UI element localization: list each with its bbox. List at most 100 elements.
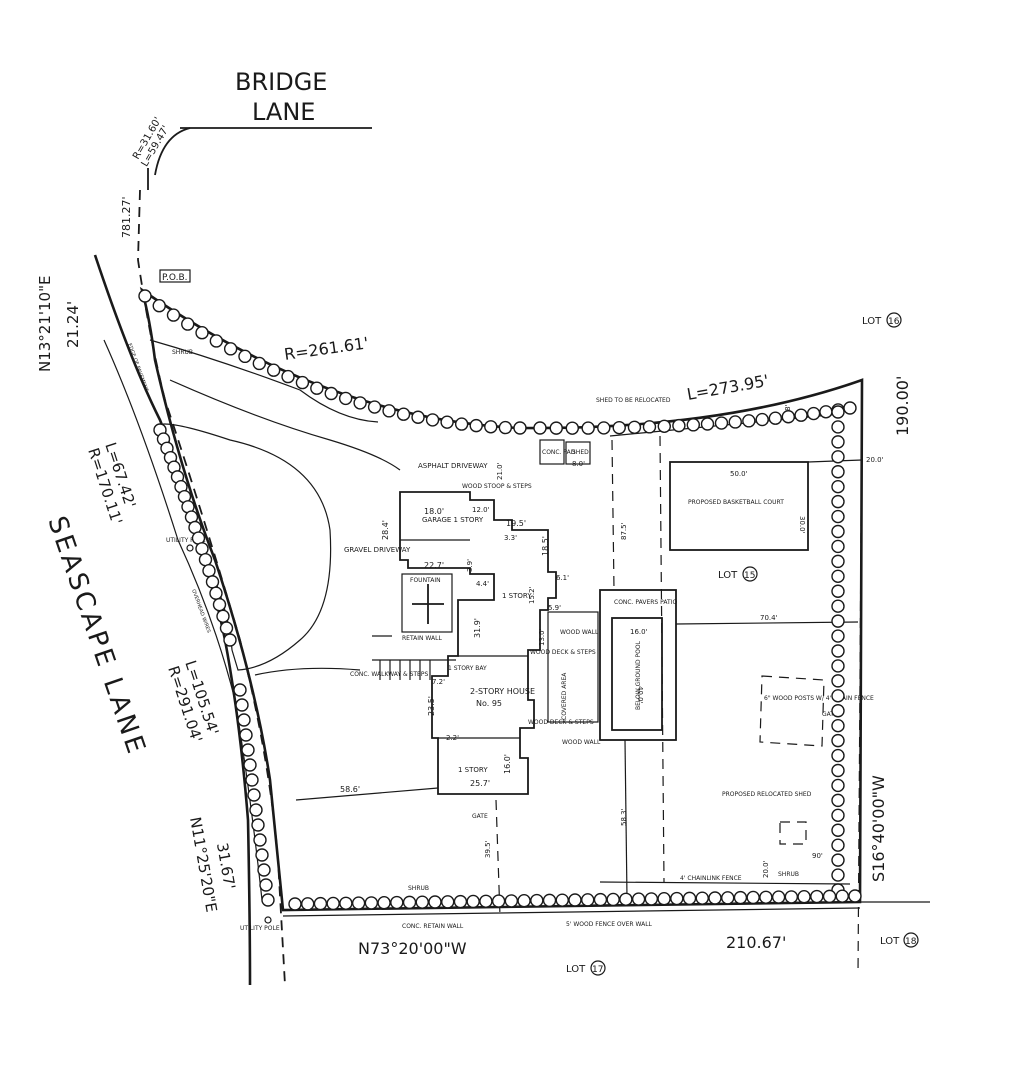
- dim-6-1: 6.1': [556, 574, 569, 582]
- utility-pole-label: UTILITY POLE: [166, 537, 206, 544]
- basketball-label: PROPOSED BASKETBALL COURT: [688, 499, 784, 506]
- tree-symbol: [396, 407, 411, 421]
- tree-symbol: [831, 674, 845, 688]
- garage-label: GARAGE 1 STORY: [422, 516, 484, 524]
- tree-symbol: [670, 891, 684, 906]
- dim-23-5: 23.5': [427, 696, 436, 716]
- tree-symbol: [533, 421, 547, 435]
- tree-symbol: [555, 893, 569, 907]
- conc-retain-label: CONC. RETAIN WALL: [402, 923, 464, 930]
- lot17-number: 17: [592, 965, 603, 975]
- tree-symbol: [233, 683, 247, 697]
- tree-symbol: [755, 412, 769, 427]
- dim-15-2: 15.2': [528, 586, 536, 604]
- utility-pole-icon: [186, 544, 194, 552]
- pob-label: P.O.B.: [162, 273, 188, 283]
- walkway-label: CONC. WALKWAY & STEPS: [350, 671, 428, 678]
- one-story-label: 1 STORY: [502, 592, 532, 600]
- tree-symbol: [195, 542, 209, 556]
- dim-31-9: 31.9': [473, 618, 482, 638]
- lot15-circle: [742, 566, 758, 582]
- edge-pavement-label: EDGE OF PAVEMENT: [126, 343, 149, 394]
- lot-line-east: [857, 379, 863, 976]
- wood-wall-label-2: WOOD WALL: [562, 739, 601, 746]
- asphalt-label: ASPHALT DRIVEWAY: [418, 462, 488, 470]
- tree-symbol: [831, 718, 845, 733]
- tree-symbol: [310, 381, 324, 395]
- tree-symbol: [672, 418, 686, 433]
- tree-symbol: [382, 404, 396, 418]
- shed-label: SHED: [572, 449, 589, 456]
- tree-symbol: [259, 878, 273, 892]
- tree-symbol: [245, 773, 259, 787]
- interior-fence-2: [611, 439, 615, 591]
- tree-symbol: [498, 420, 513, 435]
- tree-symbol: [806, 406, 821, 421]
- tree-symbol: [212, 597, 227, 612]
- dim-58-6: 58.6': [340, 785, 360, 794]
- lot17-circle: [590, 960, 606, 976]
- tree-symbol: [235, 698, 249, 712]
- tree-symbol: [261, 893, 275, 907]
- tree-symbol: [425, 413, 440, 427]
- tree-symbol: [241, 743, 255, 757]
- dim-39-5: 39.5': [484, 840, 492, 858]
- tree-symbol: [831, 584, 845, 598]
- tree-symbol: [695, 891, 709, 905]
- tree-symbol: [440, 415, 454, 429]
- wood-wall-label: WOOD WALL: [560, 629, 599, 636]
- tree-symbol: [223, 633, 237, 647]
- tree-symbol: [198, 552, 213, 567]
- two-story-label: 2-STORY HOUSE: [470, 687, 535, 696]
- tree-symbol: [237, 713, 251, 727]
- tree-symbol: [733, 890, 748, 905]
- tree-symbol: [682, 891, 697, 906]
- tree-symbol: [138, 289, 152, 303]
- tree-symbol: [746, 890, 760, 905]
- deck-label: WOOD DECK & STEPS: [530, 649, 596, 656]
- tree-symbol: [402, 895, 417, 910]
- east-distance: 190.00': [893, 376, 912, 436]
- tree-symbol: [390, 895, 404, 910]
- tree-symbol: [708, 891, 722, 905]
- driveway-edge-bottom: [254, 667, 361, 676]
- house-number: No. 95: [476, 699, 502, 708]
- tree-symbol: [581, 421, 595, 435]
- wood-fence-label: 5' WOOD FENCE OVER WALL: [566, 921, 653, 928]
- dim-70-4: 70.4': [760, 614, 778, 622]
- tree-symbol: [252, 356, 267, 371]
- tree-symbol: [700, 417, 715, 431]
- dim-22-7: 22.7': [424, 561, 444, 570]
- bay-label: 1 STORY BAY: [448, 665, 487, 672]
- street-name-bridge-lane: LANE: [252, 98, 315, 126]
- tree-symbol: [152, 299, 166, 313]
- tree-symbol: [714, 416, 729, 430]
- tree-symbol: [209, 586, 223, 600]
- tree-symbol: [255, 848, 269, 862]
- lot17-label: LOT: [566, 964, 586, 975]
- tree-symbol: [428, 895, 442, 909]
- gravel-label: GRAVEL DRIVEWAY: [344, 546, 411, 554]
- tree-symbol: [301, 897, 315, 911]
- tree-symbol: [810, 889, 824, 904]
- shrub-label-3: SHRUB: [778, 871, 799, 878]
- tree-symbol: [326, 896, 340, 911]
- tree-symbol: [239, 728, 253, 742]
- lot16-number: 16: [888, 317, 900, 327]
- tree-symbol: [568, 893, 582, 907]
- tree-symbol: [831, 494, 845, 509]
- tree-symbol: [469, 418, 483, 433]
- shed-relocate-label: SHED TO BE RELOCATED: [596, 397, 671, 404]
- dim-20-0b: 20.0': [762, 860, 770, 878]
- tree-symbol: [759, 890, 773, 904]
- tree-symbol: [238, 349, 252, 364]
- tree-symbol: [728, 415, 742, 429]
- dim-line-58: [295, 787, 439, 801]
- utility-pole-label-2: UTILITY POLE: [240, 925, 280, 932]
- front-radius: R=261.61': [283, 333, 370, 364]
- dim-line-70: [675, 621, 859, 625]
- tree-symbol: [181, 317, 195, 331]
- house-outline: [399, 491, 557, 795]
- road-edge-east: [137, 189, 286, 986]
- tree-symbol: [831, 479, 845, 494]
